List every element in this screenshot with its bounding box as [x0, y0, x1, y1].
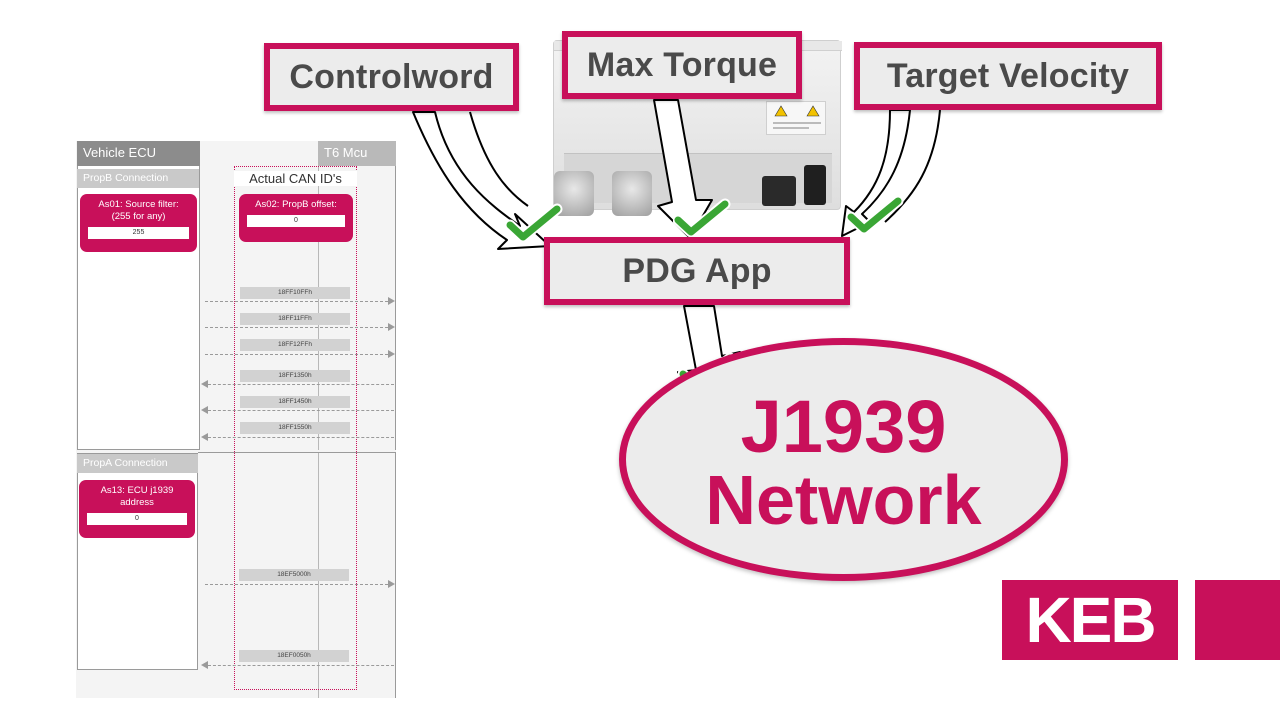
check-icon: [505, 203, 563, 243]
keb-logo: KEB: [1002, 580, 1178, 660]
can-message-line: [208, 437, 394, 438]
controlword-arrow: [412, 111, 551, 250]
signal-connector-icon: [762, 176, 796, 206]
section-divider: [198, 452, 396, 453]
as02-value: 0: [247, 215, 345, 227]
can-message-line: [208, 384, 394, 385]
can-message-line: [208, 410, 394, 411]
controlword-box: Controlword: [264, 43, 519, 111]
propb-section-label: PropB Connection: [77, 169, 199, 188]
controlword-arrow-inner: [469, 111, 529, 207]
can-message-line: [205, 327, 388, 328]
can-message-line: [205, 354, 388, 355]
arrow-left-icon: [201, 406, 208, 414]
as02-label: As02: PropB offset:: [255, 199, 337, 210]
signal-connector-icon: [804, 165, 826, 205]
as13-label: As13: ECU j1939 address: [100, 485, 174, 508]
as01-source-filter: As01: Source filter: (255 for any) 255: [80, 194, 197, 252]
network-title-line2: Network: [705, 460, 982, 539]
can-id-frame: [234, 166, 357, 690]
as13-value: 0: [87, 513, 187, 525]
power-connector-icon: [612, 171, 652, 216]
as13-ecu-address: As13: ECU j1939 address 0: [79, 480, 195, 538]
arrow-right-icon: [388, 297, 395, 305]
target-velocity-arrow: [841, 109, 911, 237]
arrow-right-icon: [388, 350, 395, 358]
vehicle-ecu-column: [77, 141, 200, 450]
j1939-network-ellipse: J1939 Network: [619, 338, 1068, 581]
can-id-label: 18FF1350h: [240, 370, 350, 382]
can-message-line: [208, 665, 394, 666]
network-title-line1: J1939: [740, 384, 947, 468]
vehicle-ecu-header: Vehicle ECU: [77, 141, 200, 166]
can-id-label: 18FF1450h: [240, 396, 350, 408]
arrow-right-icon: [388, 323, 395, 331]
propa-section-label: PropA Connection: [77, 454, 198, 473]
can-message-line: [205, 301, 388, 302]
arrow-left-icon: [201, 433, 208, 441]
can-id-label: 18FF12FFh: [240, 339, 350, 351]
max-torque-box: Max Torque: [562, 31, 802, 99]
check-icon: [673, 198, 731, 238]
keb-logo-text: KEB: [1025, 584, 1156, 656]
can-id-label: 18FF11FFh: [240, 313, 350, 325]
check-icon: [846, 195, 904, 235]
keb-logo-block: [1195, 580, 1280, 660]
pdg-app-box: PDG App: [544, 237, 850, 305]
target-velocity-arrow-inner: [884, 109, 941, 223]
can-id-label: 18EF0050h: [239, 650, 349, 662]
can-id-label: 18EF5000h: [239, 569, 349, 581]
can-id-label: 18FF1550h: [240, 422, 350, 434]
arrow-left-icon: [201, 661, 208, 669]
mcu-header: T6 Mcu: [318, 141, 396, 166]
arrow-left-icon: [201, 380, 208, 388]
as02-propb-offset: As02: PropB offset: 0: [239, 194, 353, 242]
warning-label-icon: [766, 101, 826, 135]
can-message-line: [205, 584, 388, 585]
can-ids-title: Actual CAN ID's: [234, 171, 357, 186]
arrow-right-icon: [388, 580, 395, 588]
as01-value: 255: [88, 227, 189, 239]
warning-triangle-icon: [773, 105, 821, 129]
can-id-label: 18FF10FFh: [240, 287, 350, 299]
as01-label: As01: Source filter: (255 for any): [98, 199, 179, 222]
target-velocity-box: Target Velocity: [854, 42, 1162, 110]
